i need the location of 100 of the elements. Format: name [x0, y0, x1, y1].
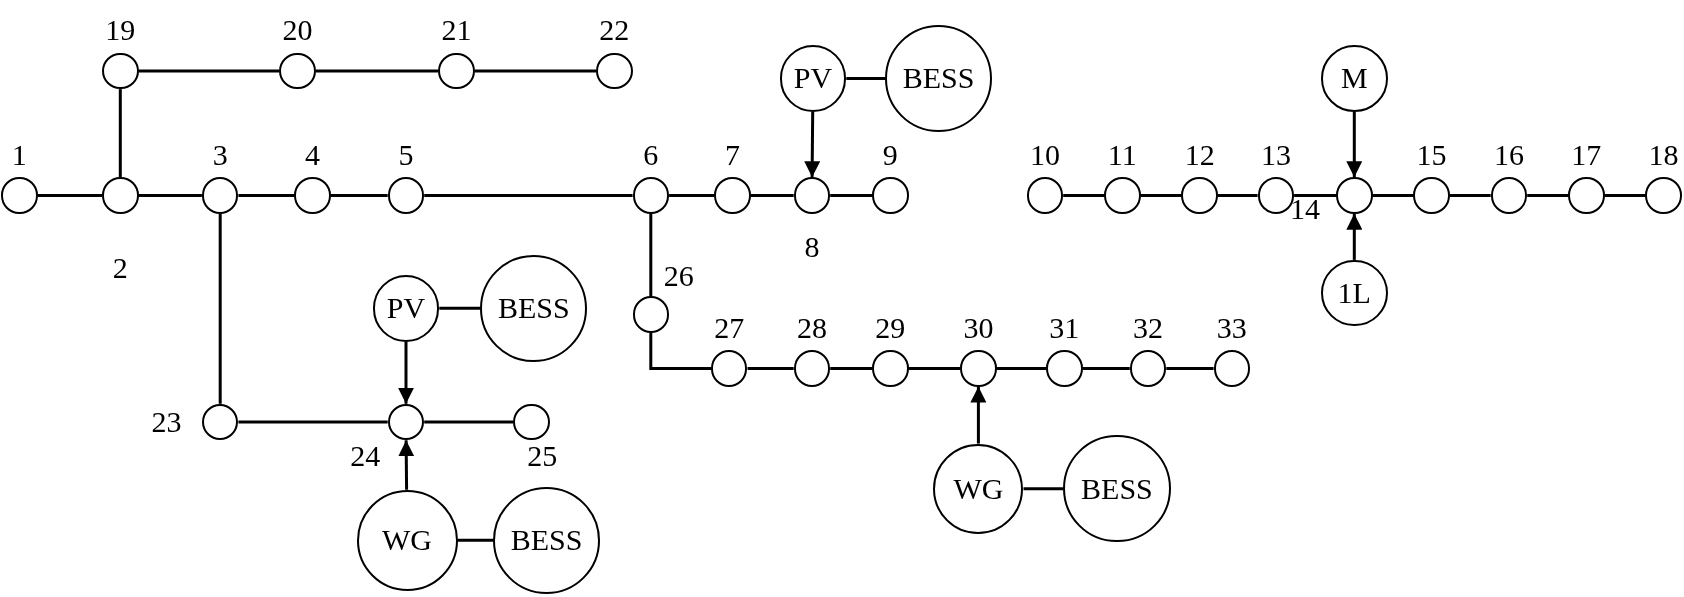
- connector-line: [1604, 194, 1646, 197]
- device-label: 1L: [1337, 278, 1371, 309]
- bus-number: 22: [599, 15, 630, 46]
- connector-line: [1063, 194, 1105, 197]
- device-label: BESS: [902, 63, 975, 94]
- bus-number: 14: [1289, 194, 1320, 225]
- connector-line: [218, 213, 222, 404]
- bus-number: 24: [350, 441, 381, 472]
- bus-node: [279, 52, 316, 90]
- connector-line: [315, 69, 439, 73]
- connector-line: [747, 366, 794, 370]
- connector-line: [1527, 194, 1568, 197]
- device-label: BESS: [497, 293, 570, 324]
- bus-node: [710, 350, 748, 387]
- device-label: PV: [386, 293, 426, 324]
- device-label: M: [1340, 63, 1368, 94]
- bus-number: 12: [1184, 139, 1215, 170]
- connector-line: [830, 194, 873, 197]
- connector-line: [649, 332, 711, 370]
- bus-node: [387, 177, 425, 214]
- bus-node: [201, 177, 239, 214]
- bus-node: [1, 177, 38, 214]
- bus-number: 3: [212, 139, 228, 170]
- bus-number: 17: [1571, 139, 1602, 170]
- bus-node: [438, 52, 475, 90]
- device-label: PV: [793, 63, 833, 94]
- bus-node: [714, 177, 751, 214]
- bus-node: [513, 403, 550, 441]
- connector-line: [474, 69, 597, 73]
- bus-number: 10: [1029, 139, 1060, 170]
- connector-line: [1294, 194, 1336, 197]
- arrow: [398, 341, 414, 404]
- bus-node: [102, 177, 139, 214]
- connector-line: [1372, 194, 1414, 197]
- bus-number: 31: [1049, 312, 1080, 343]
- bus-number: 27: [714, 312, 745, 343]
- bus-node: [872, 350, 909, 387]
- bus-node: [201, 403, 239, 441]
- connector-line: [1140, 194, 1182, 197]
- bus-number: 23: [151, 407, 182, 438]
- connector-line: [238, 194, 295, 197]
- bus-number: 7: [724, 139, 740, 170]
- bus-node: [387, 403, 425, 441]
- connector-line: [846, 76, 885, 80]
- bus-node: [596, 52, 633, 90]
- arrow: [1346, 213, 1363, 260]
- bus-node: [793, 177, 831, 214]
- device-label: WG: [382, 525, 432, 556]
- connector-line: [138, 69, 280, 73]
- arrow: [970, 386, 987, 444]
- connector-line: [1023, 487, 1064, 491]
- arrow: [1346, 111, 1363, 178]
- bus-node: [1490, 177, 1528, 214]
- connector-line: [138, 194, 202, 197]
- bus-number: 6: [643, 139, 659, 170]
- bus-node: [1336, 177, 1373, 214]
- connector-line: [830, 366, 873, 370]
- bus-number: 18: [1648, 139, 1679, 170]
- bus-number: 30: [963, 312, 994, 343]
- connector-line: [424, 194, 633, 197]
- device-label: BESS: [1081, 473, 1153, 504]
- bus-number: 8: [804, 232, 820, 262]
- bus-number: 11: [1107, 139, 1137, 170]
- bus-number: 5: [398, 139, 414, 170]
- connector-line: [1217, 194, 1258, 197]
- bus-number: 28: [796, 312, 827, 343]
- bus-number: 29: [875, 312, 906, 343]
- bus-number: 21: [441, 15, 472, 46]
- bus-node: [1413, 177, 1450, 214]
- connector-line: [118, 89, 122, 178]
- connector-line: [330, 194, 388, 197]
- connector-line: [996, 366, 1047, 370]
- bus-number: 2: [112, 253, 128, 284]
- connector-line: [439, 306, 481, 310]
- bus-node: [1104, 177, 1141, 214]
- connector-line: [457, 538, 493, 542]
- arrow: [398, 440, 415, 490]
- connector-line: [1166, 366, 1214, 370]
- connector-line: [669, 194, 715, 197]
- bus-node: [632, 177, 670, 214]
- bus-node: [1568, 177, 1605, 214]
- bus-number: 33: [1216, 312, 1247, 343]
- bus-node: [872, 177, 909, 214]
- bus-node: [102, 52, 139, 90]
- bus-node: [960, 350, 997, 387]
- bus-node: [632, 296, 670, 333]
- connector-line: [1082, 366, 1130, 370]
- bus-number: 32: [1133, 312, 1164, 343]
- bus-number: 15: [1416, 139, 1447, 170]
- connector-line: [1449, 194, 1491, 197]
- bus-number: 20: [282, 15, 313, 46]
- arrow: [804, 111, 821, 178]
- bus-number: 25: [527, 441, 558, 472]
- connector-line: [37, 194, 102, 197]
- bus-node: [1046, 350, 1083, 387]
- connector-line: [750, 194, 794, 197]
- bus-number: 26: [663, 261, 694, 291]
- bus-node: [1026, 177, 1064, 214]
- bus-number: 13: [1260, 139, 1291, 170]
- device-label: WG: [953, 473, 1004, 504]
